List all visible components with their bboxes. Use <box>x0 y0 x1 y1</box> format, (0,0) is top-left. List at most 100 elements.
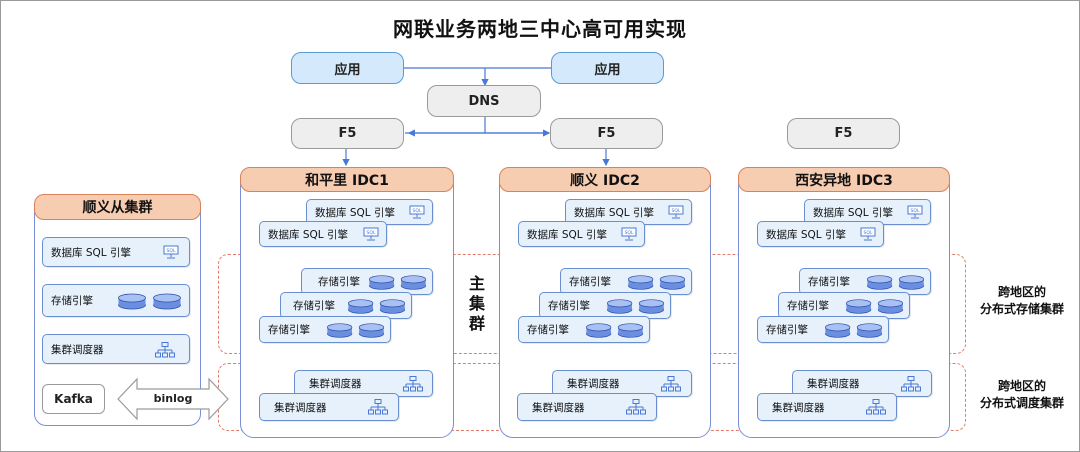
sql-engine-label: 数据库 SQL 引擎 <box>574 206 654 219</box>
slave-storage-engine-card: 存储引擎 <box>42 284 190 317</box>
sql-engine-label: 数据库 SQL 引擎 <box>315 206 395 219</box>
f5-node-idc1: F5 <box>291 118 404 149</box>
idc2-storage-engine-card-2: 存储引擎 <box>539 292 671 319</box>
kafka-node: Kafka <box>42 384 105 414</box>
sql-engine-label: 数据库 SQL 引擎 <box>766 228 846 241</box>
storage-engine-label: 存储引擎 <box>766 324 808 336</box>
idc3-scheduler-card: 集群调度器 <box>757 393 897 421</box>
scheduler-label: 集群调度器 <box>309 378 362 390</box>
sql-icon-text: SQL <box>366 230 376 236</box>
cluster-tree-icon <box>403 376 423 392</box>
idc1-sql-engine-card: 数据库 SQL 引擎 SQL <box>259 221 387 247</box>
storage-disk-icon <box>628 275 686 290</box>
sql-engine-label: 数据库 SQL 引擎 <box>51 246 131 259</box>
sql-icon-text: SQL <box>624 230 634 236</box>
storage-engine-label: 存储引擎 <box>787 300 829 312</box>
database-sql-monitor-icon: SQL <box>409 205 425 219</box>
database-sql-monitor-icon: SQL <box>163 245 179 259</box>
idc2-title: 顺义 IDC2 <box>499 167 711 192</box>
scheduler-label: 集群调度器 <box>567 378 620 390</box>
sql-icon-text: SQL <box>412 208 422 214</box>
idc3-sql-engine-card-back: 数据库 SQL 引擎 SQL <box>804 199 931 225</box>
storage-label-line2: 分布式存储集群 <box>979 302 1064 316</box>
sql-icon-text: SQL <box>863 230 873 236</box>
storage-label-line1: 跨地区的 <box>997 285 1046 299</box>
cluster-tree-icon <box>866 399 886 415</box>
scheduler-label: 集群调度器 <box>274 401 327 414</box>
slave-cluster-title: 顺义从集群 <box>34 194 201 220</box>
dns-node: DNS <box>427 85 541 117</box>
distributed-scheduler-label: 跨地区的 分布式调度集群 <box>967 378 1077 412</box>
idc3-sql-engine-card: 数据库 SQL 引擎 SQL <box>757 221 884 247</box>
idc3-storage-engine-card-1: 存储引擎 <box>799 268 931 295</box>
storage-engine-label: 存储引擎 <box>569 276 611 288</box>
storage-disk-icon <box>607 299 665 314</box>
sql-engine-label: 数据库 SQL 引擎 <box>527 228 607 241</box>
storage-engine-label: 存储引擎 <box>293 300 335 312</box>
sql-icon-text: SQL <box>910 208 920 214</box>
storage-engine-label: 存储引擎 <box>268 324 310 336</box>
database-sql-monitor-icon: SQL <box>860 227 876 241</box>
main-cluster-text: 主集群 <box>469 274 486 333</box>
idc2-sql-engine-card-back: 数据库 SQL 引擎 SQL <box>565 199 692 225</box>
database-sql-monitor-icon: SQL <box>668 205 684 219</box>
cluster-tree-icon <box>155 342 175 358</box>
slave-sql-engine-card: 数据库 SQL 引擎 SQL <box>42 237 190 267</box>
storage-engine-label: 存储引擎 <box>527 324 569 336</box>
idc3-storage-engine-card-2: 存储引擎 <box>778 292 910 319</box>
main-cluster-label: 主集群 <box>467 274 487 334</box>
database-sql-monitor-icon: SQL <box>363 227 379 241</box>
idc1-storage-engine-card-3: 存储引擎 <box>259 316 391 343</box>
cluster-tree-icon <box>368 399 388 415</box>
idc2-sql-engine-card: 数据库 SQL 引擎 SQL <box>518 221 645 247</box>
scheduler-label: 集群调度器 <box>532 401 585 414</box>
idc1-storage-engine-card-1: 存储引擎 <box>301 268 433 295</box>
diagram-title: 网联业务两地三中心高可用实现 <box>393 17 687 41</box>
idc1-sql-engine-card-back: 数据库 SQL 引擎 SQL <box>306 199 433 225</box>
idc3-storage-engine-card-3: 存储引擎 <box>757 316 889 343</box>
storage-disk-icon <box>327 323 385 338</box>
distributed-storage-label: 跨地区的 分布式存储集群 <box>967 284 1077 318</box>
cluster-tree-icon <box>901 376 921 392</box>
idc2-scheduler-card: 集群调度器 <box>517 393 657 421</box>
f5-node-idc2: F5 <box>550 118 663 149</box>
idc1-storage-engine-card-2: 存储引擎 <box>280 292 412 319</box>
binlog-double-arrow <box>117 377 229 421</box>
storage-engine-label: 存储引擎 <box>548 300 590 312</box>
storage-engine-label: 存储引擎 <box>318 276 360 288</box>
idc3-title: 西安异地 IDC3 <box>738 167 950 192</box>
database-sql-monitor-icon: SQL <box>907 205 923 219</box>
idc2-scheduler-card-back: 集群调度器 <box>552 370 692 397</box>
storage-engine-label: 存储引擎 <box>51 295 93 307</box>
storage-disk-icon <box>369 275 427 290</box>
app-node-right: 应用 <box>551 52 664 84</box>
cluster-tree-icon <box>661 376 681 392</box>
storage-disk-icon <box>118 293 181 310</box>
idc1-title: 和平里 IDC1 <box>240 167 454 192</box>
sql-icon-text: SQL <box>166 248 176 254</box>
sql-icon-text: SQL <box>671 208 681 214</box>
cluster-tree-icon <box>626 399 646 415</box>
f5-node-idc3: F5 <box>787 118 900 149</box>
sql-engine-label: 数据库 SQL 引擎 <box>268 228 348 241</box>
idc2-storage-engine-card-3: 存储引擎 <box>518 316 650 343</box>
scheduler-label: 集群调度器 <box>772 401 825 414</box>
storage-disk-icon <box>825 323 883 338</box>
binlog-label: binlog <box>153 392 193 405</box>
app-node-left: 应用 <box>291 52 404 84</box>
scheduler-label-line1: 跨地区的 <box>997 379 1046 393</box>
storage-disk-icon <box>348 299 406 314</box>
database-sql-monitor-icon: SQL <box>621 227 637 241</box>
idc3-scheduler-card-back: 集群调度器 <box>792 370 932 397</box>
storage-disk-icon <box>846 299 904 314</box>
storage-engine-label: 存储引擎 <box>808 276 850 288</box>
storage-disk-icon <box>867 275 925 290</box>
idc2-storage-engine-card-1: 存储引擎 <box>560 268 692 295</box>
scheduler-label-line2: 分布式调度集群 <box>979 396 1064 410</box>
scheduler-label: 集群调度器 <box>51 343 104 356</box>
slave-scheduler-card: 集群调度器 <box>42 334 190 364</box>
scheduler-label: 集群调度器 <box>807 378 860 390</box>
sql-engine-label: 数据库 SQL 引擎 <box>813 206 893 219</box>
storage-disk-icon <box>586 323 644 338</box>
